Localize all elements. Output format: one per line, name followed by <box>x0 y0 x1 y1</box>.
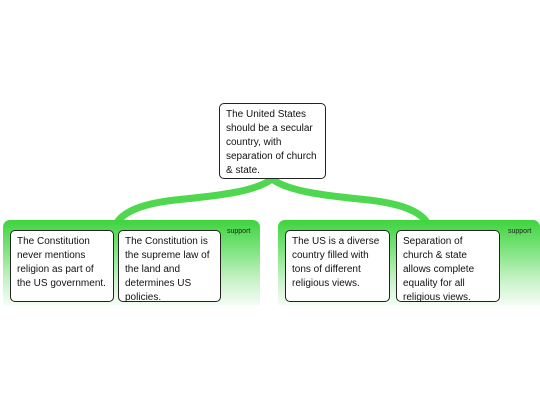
child-node-text: The US is a diverse country filled with … <box>292 236 380 289</box>
connector-right <box>268 175 430 225</box>
support-group-left: support The Constitution never mentions … <box>3 220 260 305</box>
child-node-constitution-religion[interactable]: The Constitution never mentions religion… <box>10 230 114 302</box>
support-group-right: support The US is a diverse country fill… <box>278 220 540 305</box>
group-label-support: support <box>508 228 532 235</box>
root-node-text: The United States should be a secular co… <box>226 109 317 176</box>
child-node-diverse-country[interactable]: The US is a diverse country filled with … <box>285 230 390 302</box>
root-node[interactable]: The United States should be a secular co… <box>219 103 326 179</box>
child-node-supreme-law[interactable]: The Constitution is the supreme law of t… <box>118 230 221 303</box>
child-node-equality[interactable]: Separation of church & state allows comp… <box>396 230 500 303</box>
child-node-text: Separation of church & state allows comp… <box>403 236 475 303</box>
child-node-text: The Constitution is the supreme law of t… <box>125 236 210 303</box>
connector-left <box>114 175 276 225</box>
group-label-support: support <box>227 228 251 235</box>
child-node-text: The Constitution never mentions religion… <box>17 236 106 289</box>
